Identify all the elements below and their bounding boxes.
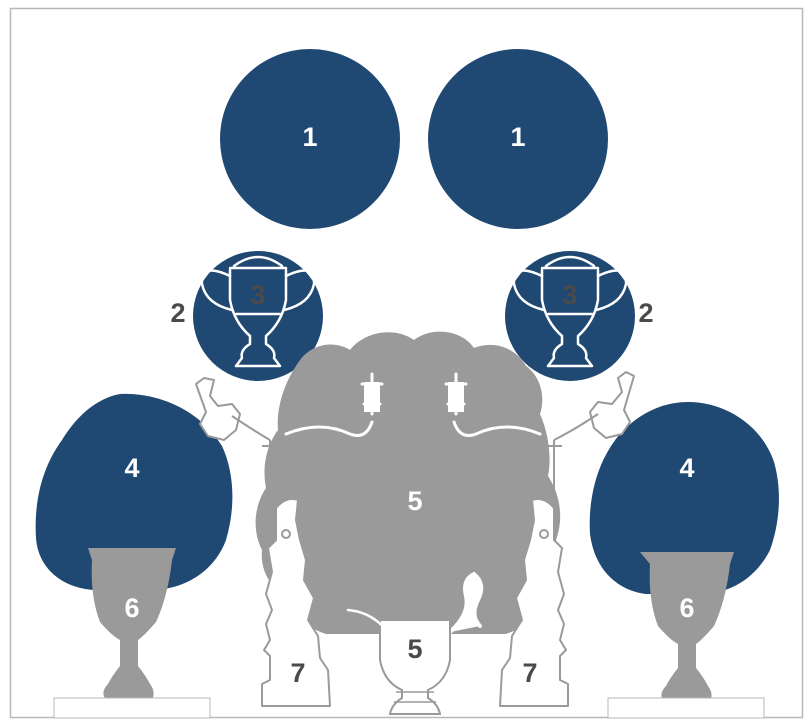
label-dish-left: 2 <box>170 298 185 328</box>
label-cup-right: 3 <box>562 280 577 310</box>
label-candelabrum-left: 7 <box>290 658 305 688</box>
label-plate-right: 1 <box>510 122 525 152</box>
label-centrepiece: 5 <box>407 486 422 516</box>
label-cup-left: 3 <box>250 280 265 310</box>
label-vase: 5 <box>407 634 422 664</box>
label-dish-right: 2 <box>638 298 653 328</box>
candle-right <box>448 382 464 412</box>
label-bowl-left: 4 <box>124 453 139 483</box>
label-candelabrum-right: 7 <box>522 658 537 688</box>
plinth-left <box>54 698 210 718</box>
label-stand-left: 6 <box>124 593 139 623</box>
candle-left <box>364 382 380 412</box>
label-bowl-right: 4 <box>679 453 694 483</box>
label-stand-right: 6 <box>679 593 694 623</box>
label-plate-left: 1 <box>302 122 317 152</box>
plinth-right <box>608 698 764 718</box>
